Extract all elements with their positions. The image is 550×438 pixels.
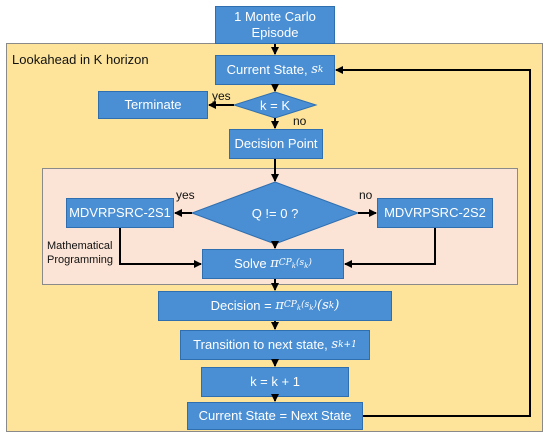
current-state-var: s <box>311 62 318 78</box>
label-yes-q: yes <box>176 188 195 202</box>
solve-argsub: k <box>304 261 309 270</box>
lookahead-label: Lookahead in K horizon <box>12 52 149 67</box>
monte-carlo-episode-box: 1 Monte Carlo Episode <box>215 6 335 44</box>
label-yes-terminate: yes <box>212 89 231 103</box>
decision-point-box: Decision Point <box>229 129 323 159</box>
mdvrpsrc-2s1-text: MDVRPSRC-2S1 <box>69 205 171 221</box>
arrow-loop-back <box>335 66 531 417</box>
arrow-2s1-to-solve <box>119 228 202 268</box>
transition-var: s <box>331 337 339 353</box>
decision-tailsub: k <box>328 301 335 312</box>
mdvrpsrc-2s2-box: MDVRPSRC-2S2 <box>377 198 493 228</box>
solve-pi: π <box>270 256 279 272</box>
label-math-prog-2: Programming <box>47 254 113 266</box>
increment-box: k = k + 1 <box>201 367 349 397</box>
solve-sub: CP <box>278 257 292 268</box>
increment-text: k = k + 1 <box>250 374 300 390</box>
solve-text: Solve <box>234 256 267 272</box>
transition-text: Transition to next state, <box>193 337 328 353</box>
current-state-text: Current State, <box>226 62 308 78</box>
terminate-box: Terminate <box>98 91 208 119</box>
label-no-continue: no <box>293 114 307 128</box>
arrow-2s2-to-solve <box>344 228 436 268</box>
decision-point-text: Decision Point <box>234 136 318 152</box>
decision-arg: (s <box>301 299 310 310</box>
decision-subsub: k <box>296 303 302 312</box>
solve-close: ) <box>308 257 312 268</box>
label-math-prog-1: Mathematical <box>47 240 112 252</box>
decision-text: Decision = <box>210 298 272 314</box>
decision-pi: π <box>275 298 284 314</box>
decision-close: ) <box>313 299 318 310</box>
terminate-text: Terminate <box>124 97 182 113</box>
transition-sub: k+1 <box>338 340 357 351</box>
episode-line-2: Episode <box>251 25 299 40</box>
k-equals-K-text: k = K <box>260 98 290 113</box>
solve-arg: (s <box>296 257 305 268</box>
label-no-q: no <box>359 188 373 202</box>
current-next-text: Current State = Next State <box>198 408 352 424</box>
decision-sub: CP <box>283 299 297 310</box>
episode-line-1: 1 Monte Carlo <box>234 9 316 25</box>
solve-subsub: k <box>291 261 296 270</box>
mdvrpsrc-2s2-text: MDVRPSRC-2S2 <box>384 205 486 221</box>
decision-tailclose: ) <box>334 298 340 314</box>
mdvrpsrc-2s1-box: MDVRPSRC-2S1 <box>66 198 174 228</box>
decision-argsub: k <box>309 303 314 312</box>
current-state-sub: k <box>317 65 324 76</box>
current-next-box: Current State = Next State <box>187 402 363 430</box>
q-check-text: Q != 0 ? <box>252 206 299 221</box>
decision-tail: (s <box>317 298 329 314</box>
